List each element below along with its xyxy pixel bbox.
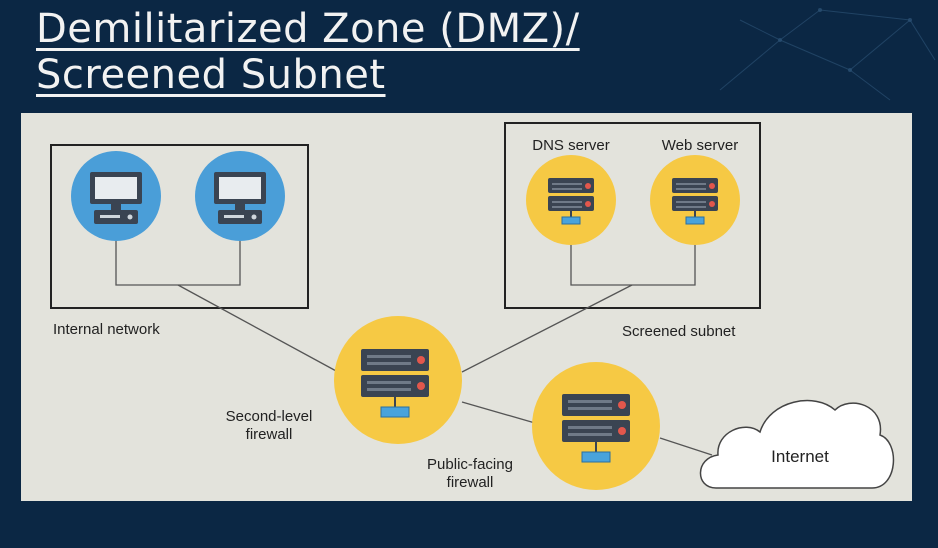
monitor-icon (90, 172, 142, 224)
screened-subnet-label: Screened subnet (622, 323, 736, 340)
workstation-1 (71, 151, 161, 241)
monitor-icon (214, 172, 266, 224)
title-line-1: Demilitarized Zone (DMZ)/ (36, 6, 580, 52)
dns-server-label: DNS server (532, 137, 610, 154)
second-level-firewall-label: Second-level firewall (204, 408, 334, 444)
public-facing-firewall-line2: firewall (446, 474, 494, 491)
internet-cloud (699, 399, 895, 489)
internal-network-label: Internal network (53, 321, 160, 338)
second-level-firewall-line2: firewall (245, 426, 293, 443)
web-server-label: Web server (661, 137, 739, 154)
slide-title: Demilitarized Zone (DMZ)/ Screened Subne… (36, 6, 580, 98)
connection-lines (115, 240, 713, 456)
decorative-network-pattern (719, 8, 936, 101)
public-facing-firewall-line1: Public-facing (427, 456, 513, 473)
second-level-firewall-node (334, 316, 462, 444)
title-line-2: Screened Subnet (36, 52, 386, 98)
internal-network-box (50, 144, 309, 309)
workstation-2 (195, 151, 285, 241)
web-server-node (650, 155, 740, 245)
second-level-firewall-line1: Second-level (225, 408, 313, 425)
dns-server-node (526, 155, 616, 245)
internet-label: Internet (771, 447, 829, 466)
screened-subnet-box (504, 122, 761, 309)
public-facing-firewall-node (532, 362, 660, 490)
cloud-icon (699, 399, 895, 489)
public-facing-firewall-label: Public-facing firewall (400, 456, 540, 492)
